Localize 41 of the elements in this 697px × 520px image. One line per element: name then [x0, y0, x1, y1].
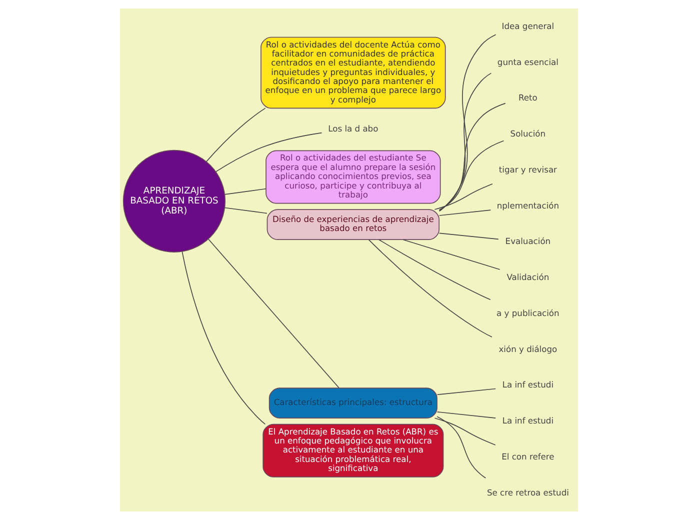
connector — [438, 210, 491, 216]
connector — [181, 251, 266, 425]
connector — [438, 102, 506, 211]
connector — [434, 183, 492, 210]
node-text: Idea general — [501, 20, 554, 31]
connector — [207, 238, 339, 388]
node-box: Diseño de experiencias de aprendizaje basado en retos — [266, 209, 440, 240]
connector — [378, 239, 490, 300]
node-text: a y publicación — [496, 308, 559, 318]
node-text: La inf estudi — [502, 380, 554, 390]
connector — [205, 108, 266, 162]
node-box: Características principales: estructura — [268, 388, 437, 418]
connector — [224, 207, 267, 214]
connector — [436, 411, 496, 418]
connector — [402, 239, 500, 270]
node-circle: APRENDIZAJE BASADO EN RETOS (ABR) — [122, 150, 226, 252]
connector — [438, 232, 498, 240]
node-box: Rol o actividades del docente Actúa como facilitador en comunidades de práctica centrados en el estudiante, atendiendo inquietudes y preguntas individuales, y dosificando el apoyo para mantener el enfoque en un problema que parece largo y complejo — [260, 36, 446, 109]
node-text: gunta esencial — [496, 56, 558, 67]
connector — [368, 239, 492, 338]
node-text: tigar y revisar — [498, 164, 556, 174]
connector — [438, 140, 504, 210]
node-text: Reto — [518, 92, 537, 103]
node-text: Validación — [506, 272, 549, 282]
node-text: Evaluación — [504, 236, 550, 246]
connector — [214, 132, 322, 172]
connector — [438, 34, 496, 212]
connector — [436, 388, 496, 396]
connector — [436, 416, 486, 478]
node-text: nplementación — [496, 200, 559, 210]
node-text: El con refere — [501, 451, 554, 462]
connector — [438, 72, 492, 212]
node-text: La inf estudi — [502, 416, 554, 426]
node-text: Se cre retroa estudi — [486, 487, 568, 498]
node-box: El Aprendizaje Basado en Retos (ABR) es un enfoque pedagógico que involucra activamente al estudiante en una situación problemática real, significativa — [262, 424, 444, 478]
node-text: Los la d abo — [328, 124, 378, 134]
connector — [224, 188, 266, 195]
node-text: xión y diálogo — [498, 344, 557, 354]
connector — [434, 418, 496, 446]
node-box: Rol o actividades del estudiante Se espera que el alumno prepare la sesión aplicando conocimientos previos, sea curioso, participe y contribuya al trabajo — [265, 150, 440, 204]
node-text: Solución — [510, 128, 546, 139]
